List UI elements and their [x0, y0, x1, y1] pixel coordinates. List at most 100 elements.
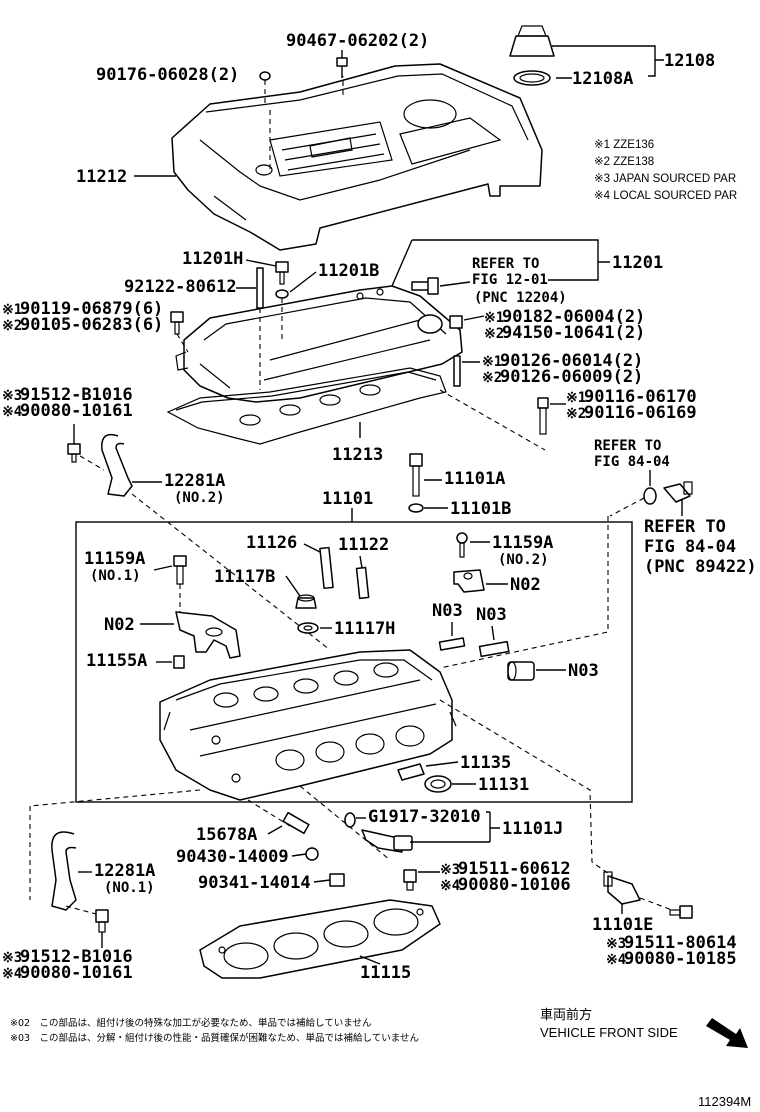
- label-11212: 11212: [76, 167, 127, 187]
- label-12281A-no2: 12281A: [164, 471, 225, 491]
- front-side-en: VEHICLE FRONT SIDE: [540, 1025, 678, 1040]
- washer-11101B-icon: [408, 503, 424, 513]
- bolt-91511b-icon: [669, 905, 693, 919]
- bolt-91511a-icon: [403, 869, 417, 891]
- label-11201: 11201: [612, 253, 663, 273]
- mark2-a: ※2: [2, 318, 22, 334]
- label-90080d: 90080-10161: [20, 963, 133, 983]
- valve-guide-11122-icon: [319, 546, 370, 600]
- label-91512b: 91512-B1016: [20, 947, 133, 967]
- bearing-cap-n02-right-icon: [453, 569, 485, 593]
- cylinder-head-group-box: [75, 521, 633, 803]
- label-90119: 90119-06879(6): [20, 299, 163, 319]
- label-90116a: 90116-06170: [584, 387, 697, 407]
- bolt-90119-icon: [170, 311, 184, 335]
- label-90105: 90105-06283(6): [20, 315, 163, 335]
- bolt-11159A-no2-icon: [456, 532, 468, 558]
- stud-92122-icon: [256, 267, 264, 309]
- refer3-line2: FIG 84-04: [644, 537, 736, 557]
- mark3-b: ※3: [440, 862, 460, 878]
- mark1-d: ※1: [566, 390, 586, 406]
- stud-90126-icon: [453, 355, 461, 387]
- label-12281A-no1-sub: (NO.1): [104, 880, 155, 896]
- refer3-line3: (PNC 89422): [644, 557, 757, 577]
- mark1-b: ※1: [484, 310, 504, 326]
- refer3-line1: REFER TO: [644, 517, 726, 537]
- diagram-code: 112394M: [698, 1094, 751, 1109]
- valve-cover-11201: [175, 285, 463, 403]
- grommet-90176-icon: [259, 71, 271, 81]
- engine-hanger-no2-icon: [101, 433, 133, 497]
- mark2-b: ※2: [484, 326, 504, 342]
- head-gasket-11115: [199, 899, 441, 979]
- label-90080a: 90080-10161: [20, 401, 133, 421]
- label-12108: 12108: [664, 51, 715, 71]
- label-15678A: 15678A: [196, 825, 257, 845]
- mark1-a: ※1: [2, 302, 22, 318]
- footnote-n03: ※03 この部品は、分解・組付け後の性能・品質確保が困難なため、単品では補給して…: [10, 1032, 419, 1044]
- note-1: ※1 ZZE136: [594, 139, 654, 151]
- bolt-91512a-icon: [67, 443, 81, 463]
- plug-90341-icon: [329, 873, 345, 887]
- washer-11201B-icon: [275, 289, 289, 299]
- label-92122: 92122-80612: [124, 277, 237, 297]
- stud-15678A-icon: [282, 811, 310, 835]
- label-11213: 11213: [332, 445, 383, 465]
- label-12108A: 12108A: [572, 69, 633, 89]
- sensor-11101E-icon: [603, 871, 641, 905]
- mark3-d: ※3: [606, 936, 626, 952]
- label-90341: 90341-14014: [198, 873, 311, 893]
- label-11101: 11101: [322, 489, 373, 509]
- ocv-11101J-icon: [361, 829, 413, 853]
- label-91511a: 91511-60612: [458, 859, 571, 879]
- valve-cover-gasket-11213: [166, 367, 447, 445]
- label-90080c: 90080-10185: [624, 949, 737, 969]
- stud-90116-icon: [537, 397, 549, 435]
- label-12281A-no2-sub: (NO.2): [174, 490, 225, 506]
- label-12281A-no1: 12281A: [94, 861, 155, 881]
- label-11101J: 11101J: [502, 819, 563, 839]
- engine-cover-11212: [171, 63, 543, 251]
- label-90182: 90182-06004(2): [502, 307, 645, 327]
- label-94150: 94150-10641(2): [502, 323, 645, 343]
- label-11117B: 11117B: [214, 567, 275, 587]
- mark4-b: ※4: [440, 878, 460, 894]
- bolt-90467-icon: [336, 57, 348, 78]
- cylinder-head-11101: [159, 649, 457, 801]
- bolt-11159A-no1-icon: [173, 555, 187, 585]
- label-90126a: 90126-06014(2): [500, 351, 643, 371]
- washer-refer-icon: [643, 487, 657, 505]
- label-11126: 11126: [246, 533, 297, 553]
- pin-11155A-icon: [173, 655, 185, 669]
- label-11135: 11135: [460, 753, 511, 773]
- front-arrow-icon: [706, 1018, 748, 1048]
- label-90176: 90176-06028(2): [96, 65, 239, 85]
- label-g1917: G1917-32010: [368, 807, 481, 827]
- refer1-line2: FIG 12-01: [472, 272, 548, 288]
- oil-filler-cap-icon: [509, 25, 555, 86]
- note-3: ※3 JAPAN SOURCED PAR: [594, 173, 736, 185]
- label-11159A-no1-sub: (NO.1): [90, 568, 141, 584]
- label-11115: 11115: [360, 963, 411, 983]
- label-11101B: 11101B: [450, 499, 511, 519]
- label-11159A-no1: 11159A: [84, 549, 145, 569]
- bolt-11101A-icon: [409, 453, 423, 497]
- note-4: ※4 LOCAL SOURCED PAR: [594, 190, 737, 202]
- mark3-c: ※3: [2, 950, 22, 966]
- mark2-c: ※2: [482, 370, 502, 386]
- label-11117H: 11117H: [334, 619, 395, 639]
- nut-90182-icon: [449, 315, 463, 329]
- mark4-a: ※4: [2, 404, 22, 420]
- note-2: ※2 ZZE138: [594, 156, 654, 168]
- label-11122: 11122: [338, 535, 389, 555]
- label-90430: 90430-14009: [176, 847, 289, 867]
- seal-11131-icon: [424, 775, 452, 793]
- label-90126b: 90126-06009(2): [500, 367, 643, 387]
- label-n02-right: N02: [510, 575, 541, 595]
- mark4-d: ※4: [606, 952, 626, 968]
- gasket-90430-icon: [305, 847, 319, 861]
- plug-n03-c-icon: [507, 661, 535, 681]
- label-90467: 90467-06202(2): [286, 31, 429, 51]
- bolt-11201H-icon: [275, 261, 289, 285]
